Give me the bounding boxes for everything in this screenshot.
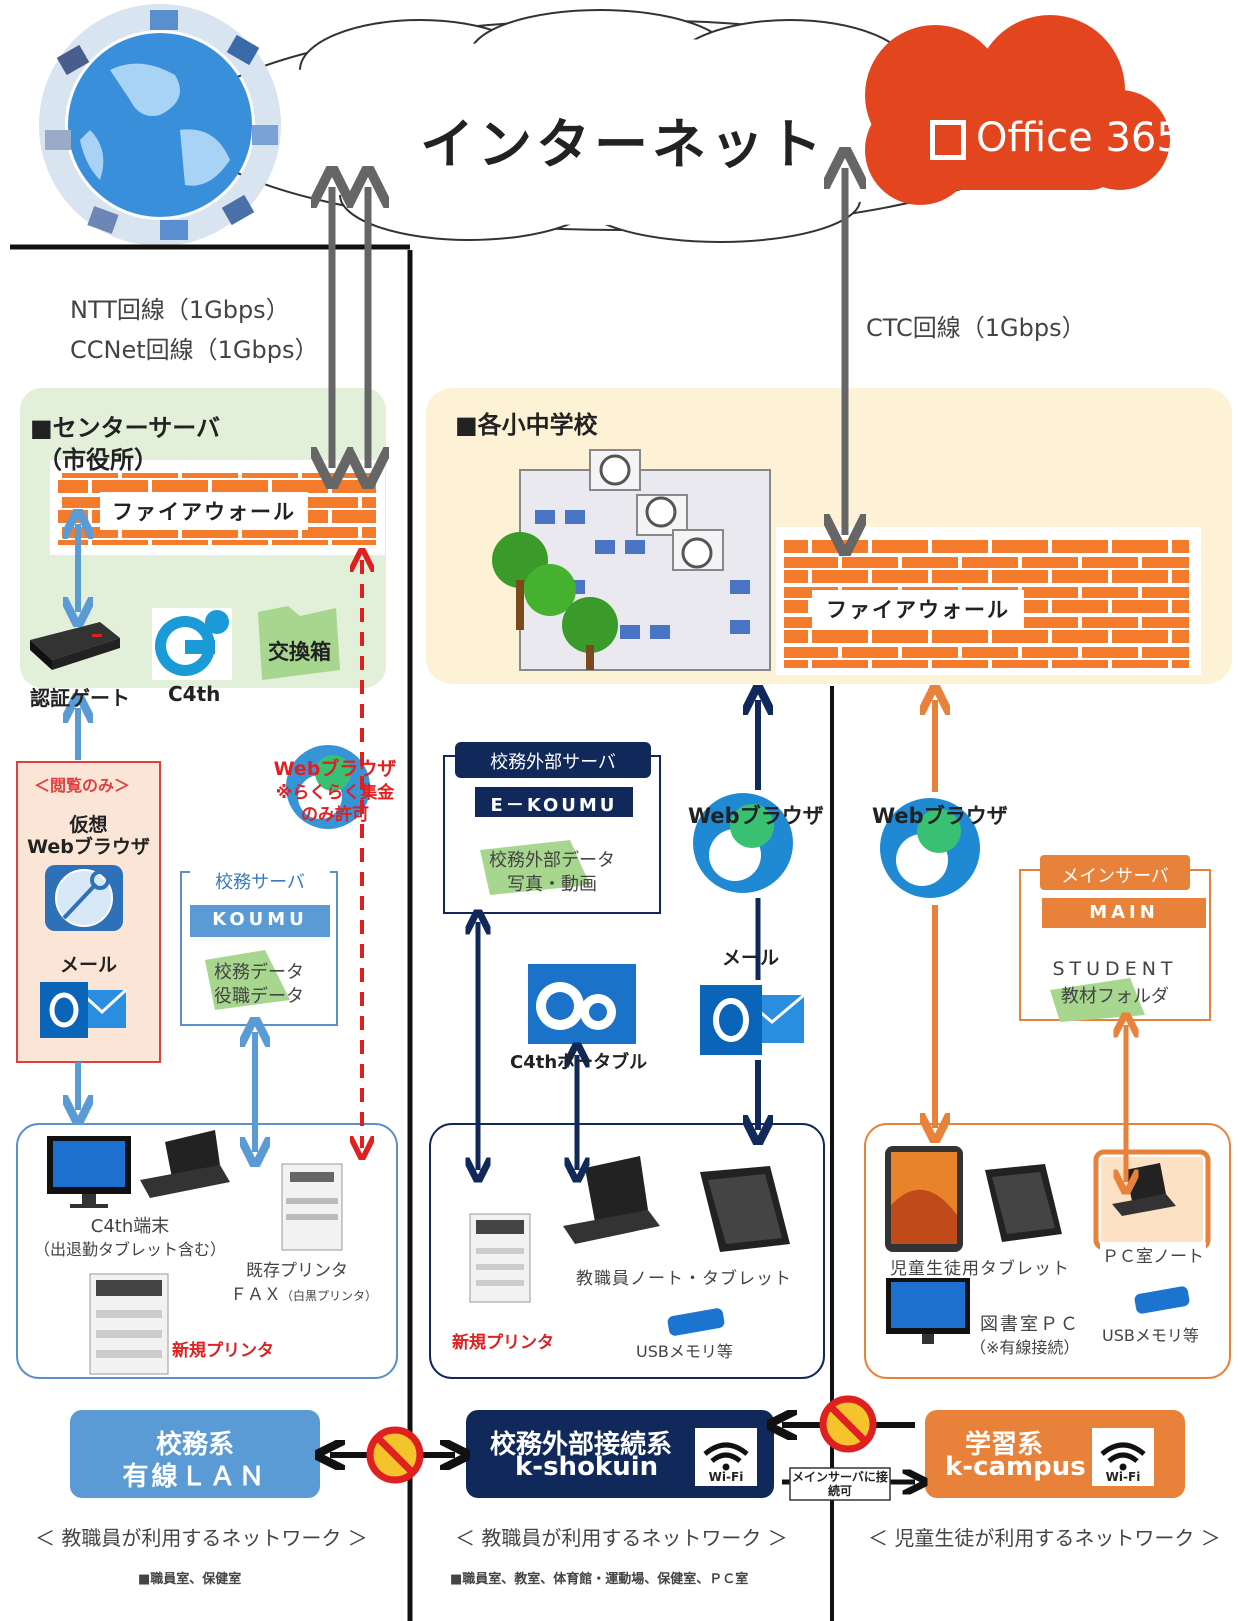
school-building-icon [492, 449, 771, 671]
network-right-label-1: 学習系 [965, 1430, 1044, 1460]
schools-title: ■各小中学校 [455, 411, 598, 439]
printer-icon-left [281, 1163, 343, 1251]
new-printer-icon-mid [469, 1213, 531, 1303]
library-pc-icon [886, 1278, 970, 1344]
auth-gate-device-icon [30, 622, 120, 670]
ctc-line-label: CTC回線（1Gbps） [866, 314, 1086, 342]
usb-icon-mid [667, 1308, 725, 1336]
virtual-browser-label-1: 仮想 [69, 814, 108, 836]
footer-left: ＜ 教職員が利用するネットワーク ＞ [35, 1526, 368, 1550]
laptop-icon-mid [563, 1156, 660, 1244]
ekoumu-data-1: 校務外部データ [489, 850, 615, 871]
notebook-tablet-label: 教職員ノート・タブレット [576, 1269, 792, 1289]
network-left-label-2: 有線ＬＡＮ [122, 1462, 268, 1492]
footer-left-sub: ■職員室、保健室 [138, 1572, 242, 1587]
ccnet-line-label: CCNet回線（1Gbps） [70, 336, 319, 364]
koumu-data-1: 校務データ [214, 962, 304, 983]
new-printer-icon-left [89, 1273, 169, 1375]
outlook-icon-mid [700, 985, 805, 1055]
surface-tablet-icon-right [985, 1164, 1062, 1242]
existing-printer-label: 既存プリンタ [246, 1261, 348, 1281]
office365-cloud [865, 15, 1170, 205]
koumu-data-2: 役職データ [214, 986, 304, 1007]
network-left-label-1: 校務系 [155, 1430, 234, 1460]
edge-icon-mid [693, 793, 793, 893]
web-browser-red-1: Webブラウザ [273, 758, 397, 780]
exchange-label: 交換箱 [268, 640, 331, 664]
network-mid-label-2: k-shokuin [515, 1452, 659, 1482]
office-logo-icon [930, 120, 966, 160]
library-pc-label: 図書室ＰＣ [980, 1314, 1080, 1335]
web-browser-mid-label: Webブラウザ [688, 804, 824, 828]
main-server-name: MAIN [1089, 902, 1159, 923]
browse-only-note: ＜閲覧のみ＞ [34, 776, 131, 795]
usb-icon-right [1134, 1286, 1190, 1314]
internet-cloud [189, 9, 1051, 243]
auth-gate-label: 認証ゲート [30, 686, 130, 710]
ekoumu-header: 校務外部サーバ [490, 752, 616, 773]
center-subtitle: （市役所） [38, 446, 158, 474]
outlook-icon-left [40, 982, 128, 1038]
c4th-terminal-label: C4th端末 [90, 1216, 170, 1237]
usb-label-right: USBメモリ等 [1102, 1326, 1199, 1345]
koumu-name: KOUMU [212, 909, 308, 930]
network-right-label-2: k-campus [945, 1452, 1086, 1482]
web-browser-red-2: ※らくらく集金 [275, 783, 395, 803]
main-server-connect-label: メインサーバに接続可 [792, 1470, 888, 1498]
edge-icon-right [880, 798, 980, 898]
new-printer-label-mid: 新規プリンタ [452, 1333, 554, 1353]
c4th-label: C4th [168, 682, 221, 706]
c4th-logo [152, 608, 232, 680]
firewall-label-right: ファイアウォール [812, 590, 1024, 628]
usb-label-mid: USBメモリ等 [636, 1342, 733, 1361]
ntt-line-label: NTT回線（1Gbps） [70, 296, 290, 324]
web-browser-red-3: のみ許可 [301, 805, 369, 825]
footer-right: ＜ 児童生徒が利用するネットワーク ＞ [868, 1526, 1221, 1550]
edge-icon-red [286, 745, 370, 829]
pc-room-note-label: ＰＣ室ノート [1100, 1242, 1206, 1267]
ipad-icon [885, 1146, 963, 1252]
laptop-icon-left [140, 1130, 230, 1198]
surface-tablet-icon-mid [700, 1166, 790, 1252]
c4th-terminal-sub: （出退勤タブレット含む） [33, 1240, 226, 1259]
footer-mid: ＜ 教職員が利用するネットワーク ＞ [455, 1526, 788, 1550]
ekoumu-name: E－KOUMU [490, 795, 618, 816]
prohibited-icon-right [819, 1395, 877, 1453]
main-server-header: メインサーバ [1061, 866, 1169, 887]
c4th-portable-logo [528, 964, 636, 1044]
internet-label: インターネット [420, 113, 826, 176]
network-mid-label-1: 校務外部接続系 [490, 1430, 673, 1460]
firewall-label-left: ファイアウォール [100, 492, 308, 530]
main-server-data-2: 教材フォルダ [1061, 986, 1169, 1007]
wifi-icons [703, 1442, 1146, 1463]
student-tablet-label: 児童生徒用タブレット [890, 1259, 1070, 1279]
wifi-label-right: Wi-Fi [1105, 1470, 1141, 1484]
ekoumu-data-2: 写真・動画 [507, 874, 597, 895]
c4th-portable-label: C4thポータブル [510, 1052, 648, 1073]
monitor-icon [47, 1136, 131, 1208]
office365-label: Office 365 [930, 115, 1182, 161]
mail-label-left: メール [59, 954, 117, 976]
prohibited-icon-left [366, 1426, 424, 1484]
koumu-header: 校務サーバ [215, 872, 305, 893]
fax-label: ＦＡＸ（白黒プリンタ） [230, 1285, 378, 1305]
globe-icon [39, 4, 281, 246]
wifi-label-mid: Wi-Fi [708, 1470, 744, 1484]
mail-mid-label: メール [722, 947, 780, 969]
web-browser-right-label: Webブラウザ [872, 804, 1008, 828]
new-printer-label-left: 新規プリンタ [172, 1341, 274, 1361]
main-server-data-1: STUDENT [1052, 958, 1178, 980]
center-title: ■センターサーバ [30, 414, 220, 442]
virtual-browser-label-2: Webブラウザ [27, 836, 150, 858]
footer-mid-sub: ■職員室、教室、体育館・運動場、保健室、ＰＣ室 [450, 1572, 749, 1587]
library-pc-sub: （※有線接続） [970, 1338, 1080, 1357]
